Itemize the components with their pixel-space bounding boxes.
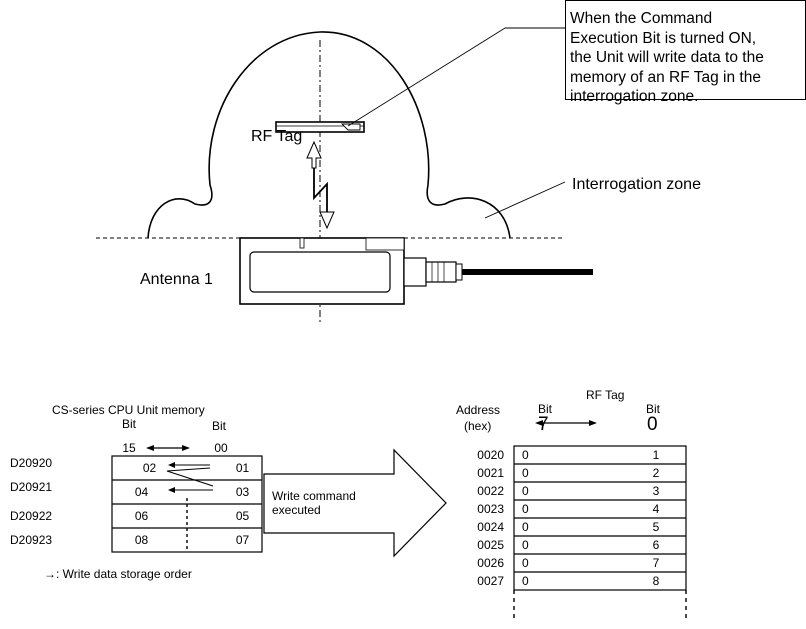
tag-cell-right: 2 (652, 466, 660, 480)
rf-tag-label: RF Tag (251, 128, 303, 145)
cpu-bit-right-label: Bit (211, 419, 226, 433)
cpu-cell-right: 01 (235, 461, 250, 475)
tag-bit-right-label: Bit (646, 402, 661, 416)
tag-address: 0023 (477, 502, 504, 516)
rf-tag-memory-title: RF Tag (586, 388, 625, 402)
tag-memory-table: 0020 0 1 0021 0 2 0022 0 3 0023 0 4 0024… (466, 446, 684, 590)
tag-cell-right: 3 (652, 484, 660, 498)
tag-address: 0024 (477, 520, 504, 534)
interrogation-zone-label: Interrogation zone (572, 176, 701, 193)
callout-line: When the Command (570, 10, 713, 27)
zone-leader-line (484, 181, 566, 219)
cpu-memory-title: CS-series CPU Unit memory (52, 403, 205, 417)
cpu-memory-row: D20921 04 03 (10, 480, 280, 504)
address-header: Address (456, 403, 501, 417)
tag-bit-0: 0 (647, 414, 658, 435)
callout-line: Execution Bit is turned ON, (570, 29, 757, 47)
antenna-label: Antenna 1 (140, 271, 213, 288)
tag-cell-left: 0 (522, 502, 529, 516)
tag-bit-left-label: Bit (538, 402, 553, 416)
cpu-bit-left-label: Bit (121, 417, 136, 431)
write-command-arrow (263, 448, 447, 558)
cpu-cell-left: 08 (134, 533, 149, 547)
cpu-cell-left: 02 (142, 461, 157, 475)
tag-cell-right: 4 (652, 502, 660, 516)
tag-memory-row: 0024 0 5 (466, 518, 684, 536)
cpu-cell-right: 03 (235, 485, 250, 499)
cpu-address: D20921 (10, 480, 53, 494)
tag-memory-row: 0025 0 6 (466, 536, 684, 554)
tag-memory-row: 0020 0 1 (466, 446, 684, 464)
cpu-cell-right: 05 (235, 509, 250, 523)
tag-memory-row: 0022 0 3 (466, 482, 684, 500)
comm-arrow-down (319, 211, 335, 230)
cpu-address: D20923 (10, 533, 53, 547)
tag-cell-left: 0 (522, 466, 529, 480)
rf-tag-chip (340, 123, 361, 131)
hex-header: (hex) (464, 419, 492, 433)
tag-cell-left: 0 (522, 538, 529, 552)
interrogation-zone-outline (147, 31, 511, 239)
tag-cell-left: 0 (522, 574, 529, 588)
tag-bit-7: 7 (538, 414, 549, 435)
cpu-memory-row: D20922 06 05 (10, 504, 280, 528)
tag-cell-right: 7 (652, 556, 660, 570)
callout-leader-line (347, 27, 506, 127)
tag-cell-right: 6 (652, 538, 660, 552)
callout-line: memory of an RF Tag in the (570, 68, 761, 86)
cpu-bit-00: 00 (214, 441, 228, 455)
cpu-bit-15: 15 (122, 441, 136, 455)
rf-tag-body (275, 121, 365, 133)
tag-address: 0025 (477, 538, 504, 552)
antenna-connector (403, 257, 427, 287)
tag-memory-row: 0021 0 2 (466, 464, 684, 482)
tag-memory-row: 0023 0 4 (466, 500, 684, 518)
cpu-address: D20922 (10, 509, 53, 523)
callout-line: the Unit will write data to the (570, 49, 764, 66)
write-command-label: Write command executed (272, 489, 356, 517)
tag-cell-right: 1 (652, 448, 660, 462)
tag-address: 0022 (477, 484, 504, 498)
cpu-memory-table: D20920 02 01 D20921 04 03 D20922 06 05 D… (10, 456, 280, 552)
tag-cell-left: 0 (522, 520, 529, 534)
antenna-cable (462, 269, 593, 275)
tag-cell-left: 0 (522, 448, 529, 462)
cpu-address: D20920 (10, 456, 53, 470)
tag-address: 0021 (477, 466, 504, 480)
comm-zigzag (313, 168, 328, 213)
tag-cell-right: 5 (652, 520, 660, 534)
cpu-cell-right: 07 (235, 533, 250, 547)
tag-memory-row: 0026 0 7 (466, 554, 684, 572)
tag-cell-right: 8 (652, 574, 660, 588)
callout-box: When the Command Execution Bit is turned… (565, 0, 806, 105)
write-order-note: →: Write data storage order (44, 567, 192, 581)
cpu-cell-left: 04 (134, 485, 149, 499)
tag-cell-left: 0 (522, 484, 529, 498)
tag-address: 0027 (477, 574, 504, 588)
cpu-memory-row: D20923 08 07 (10, 528, 280, 552)
tag-cell-left: 0 (522, 556, 529, 570)
tag-address: 0020 (477, 448, 504, 462)
cpu-cell-left: 06 (134, 509, 149, 523)
comm-arrow-up (306, 140, 322, 169)
callout-line: interrogation zone. (570, 88, 699, 105)
tag-memory-row: 0027 0 8 (466, 572, 684, 590)
tag-address: 0026 (477, 556, 504, 570)
cpu-memory-row: D20920 02 01 (10, 456, 280, 480)
